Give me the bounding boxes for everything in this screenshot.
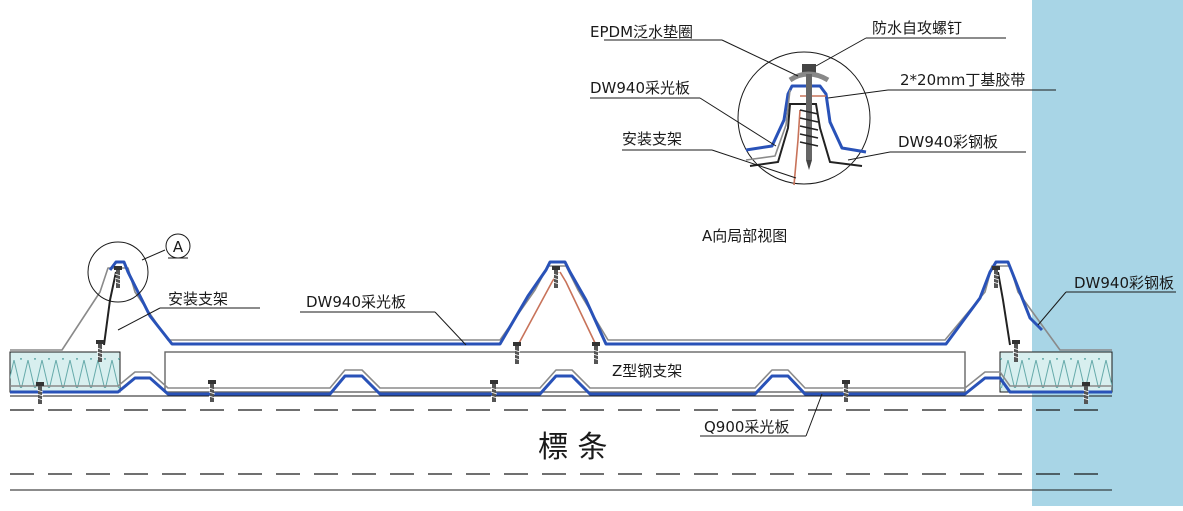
detail-title: A向局部视图 xyxy=(702,227,787,245)
detail-view-a xyxy=(737,51,871,186)
label-bottom-panel: Q900采光板 xyxy=(704,418,789,436)
screw-icon xyxy=(207,379,217,403)
screw-icon xyxy=(489,379,499,403)
screw-icon xyxy=(551,265,561,289)
q900-panel xyxy=(10,374,1112,396)
detail-label-epdm: EPDM泛水垫圈 xyxy=(590,23,693,41)
bracket-left xyxy=(103,271,117,346)
label-steel-panel-right: DW940彩钢板 xyxy=(1074,274,1174,292)
bracket-right xyxy=(997,271,1011,346)
detail-label-tape: 2*20mm丁基胶带 xyxy=(900,71,1025,89)
screw-icon xyxy=(512,341,522,365)
label-bracket-left: 安装支架 xyxy=(168,290,228,308)
side-band xyxy=(1032,0,1183,506)
detail-marker-circle xyxy=(87,241,149,303)
detail-label-screw: 防水自攻螺钉 xyxy=(872,19,962,37)
detail-marker-label: A xyxy=(173,238,184,256)
label-purlin: 標 条 xyxy=(538,430,608,465)
detail-label-bracket: 安装支架 xyxy=(622,130,682,148)
detail-label-steel-panel: DW940彩钢板 xyxy=(898,133,998,151)
label-panel-top: DW940采光板 xyxy=(306,293,406,311)
screw-icon xyxy=(591,341,601,365)
label-z-bracket: Z型钢支架 xyxy=(612,362,682,380)
z-steel-bracket xyxy=(164,351,966,393)
screw-icon xyxy=(841,379,851,403)
purlin-lines xyxy=(10,395,1112,491)
detail-label-panel-top: DW940采光板 xyxy=(590,79,690,97)
